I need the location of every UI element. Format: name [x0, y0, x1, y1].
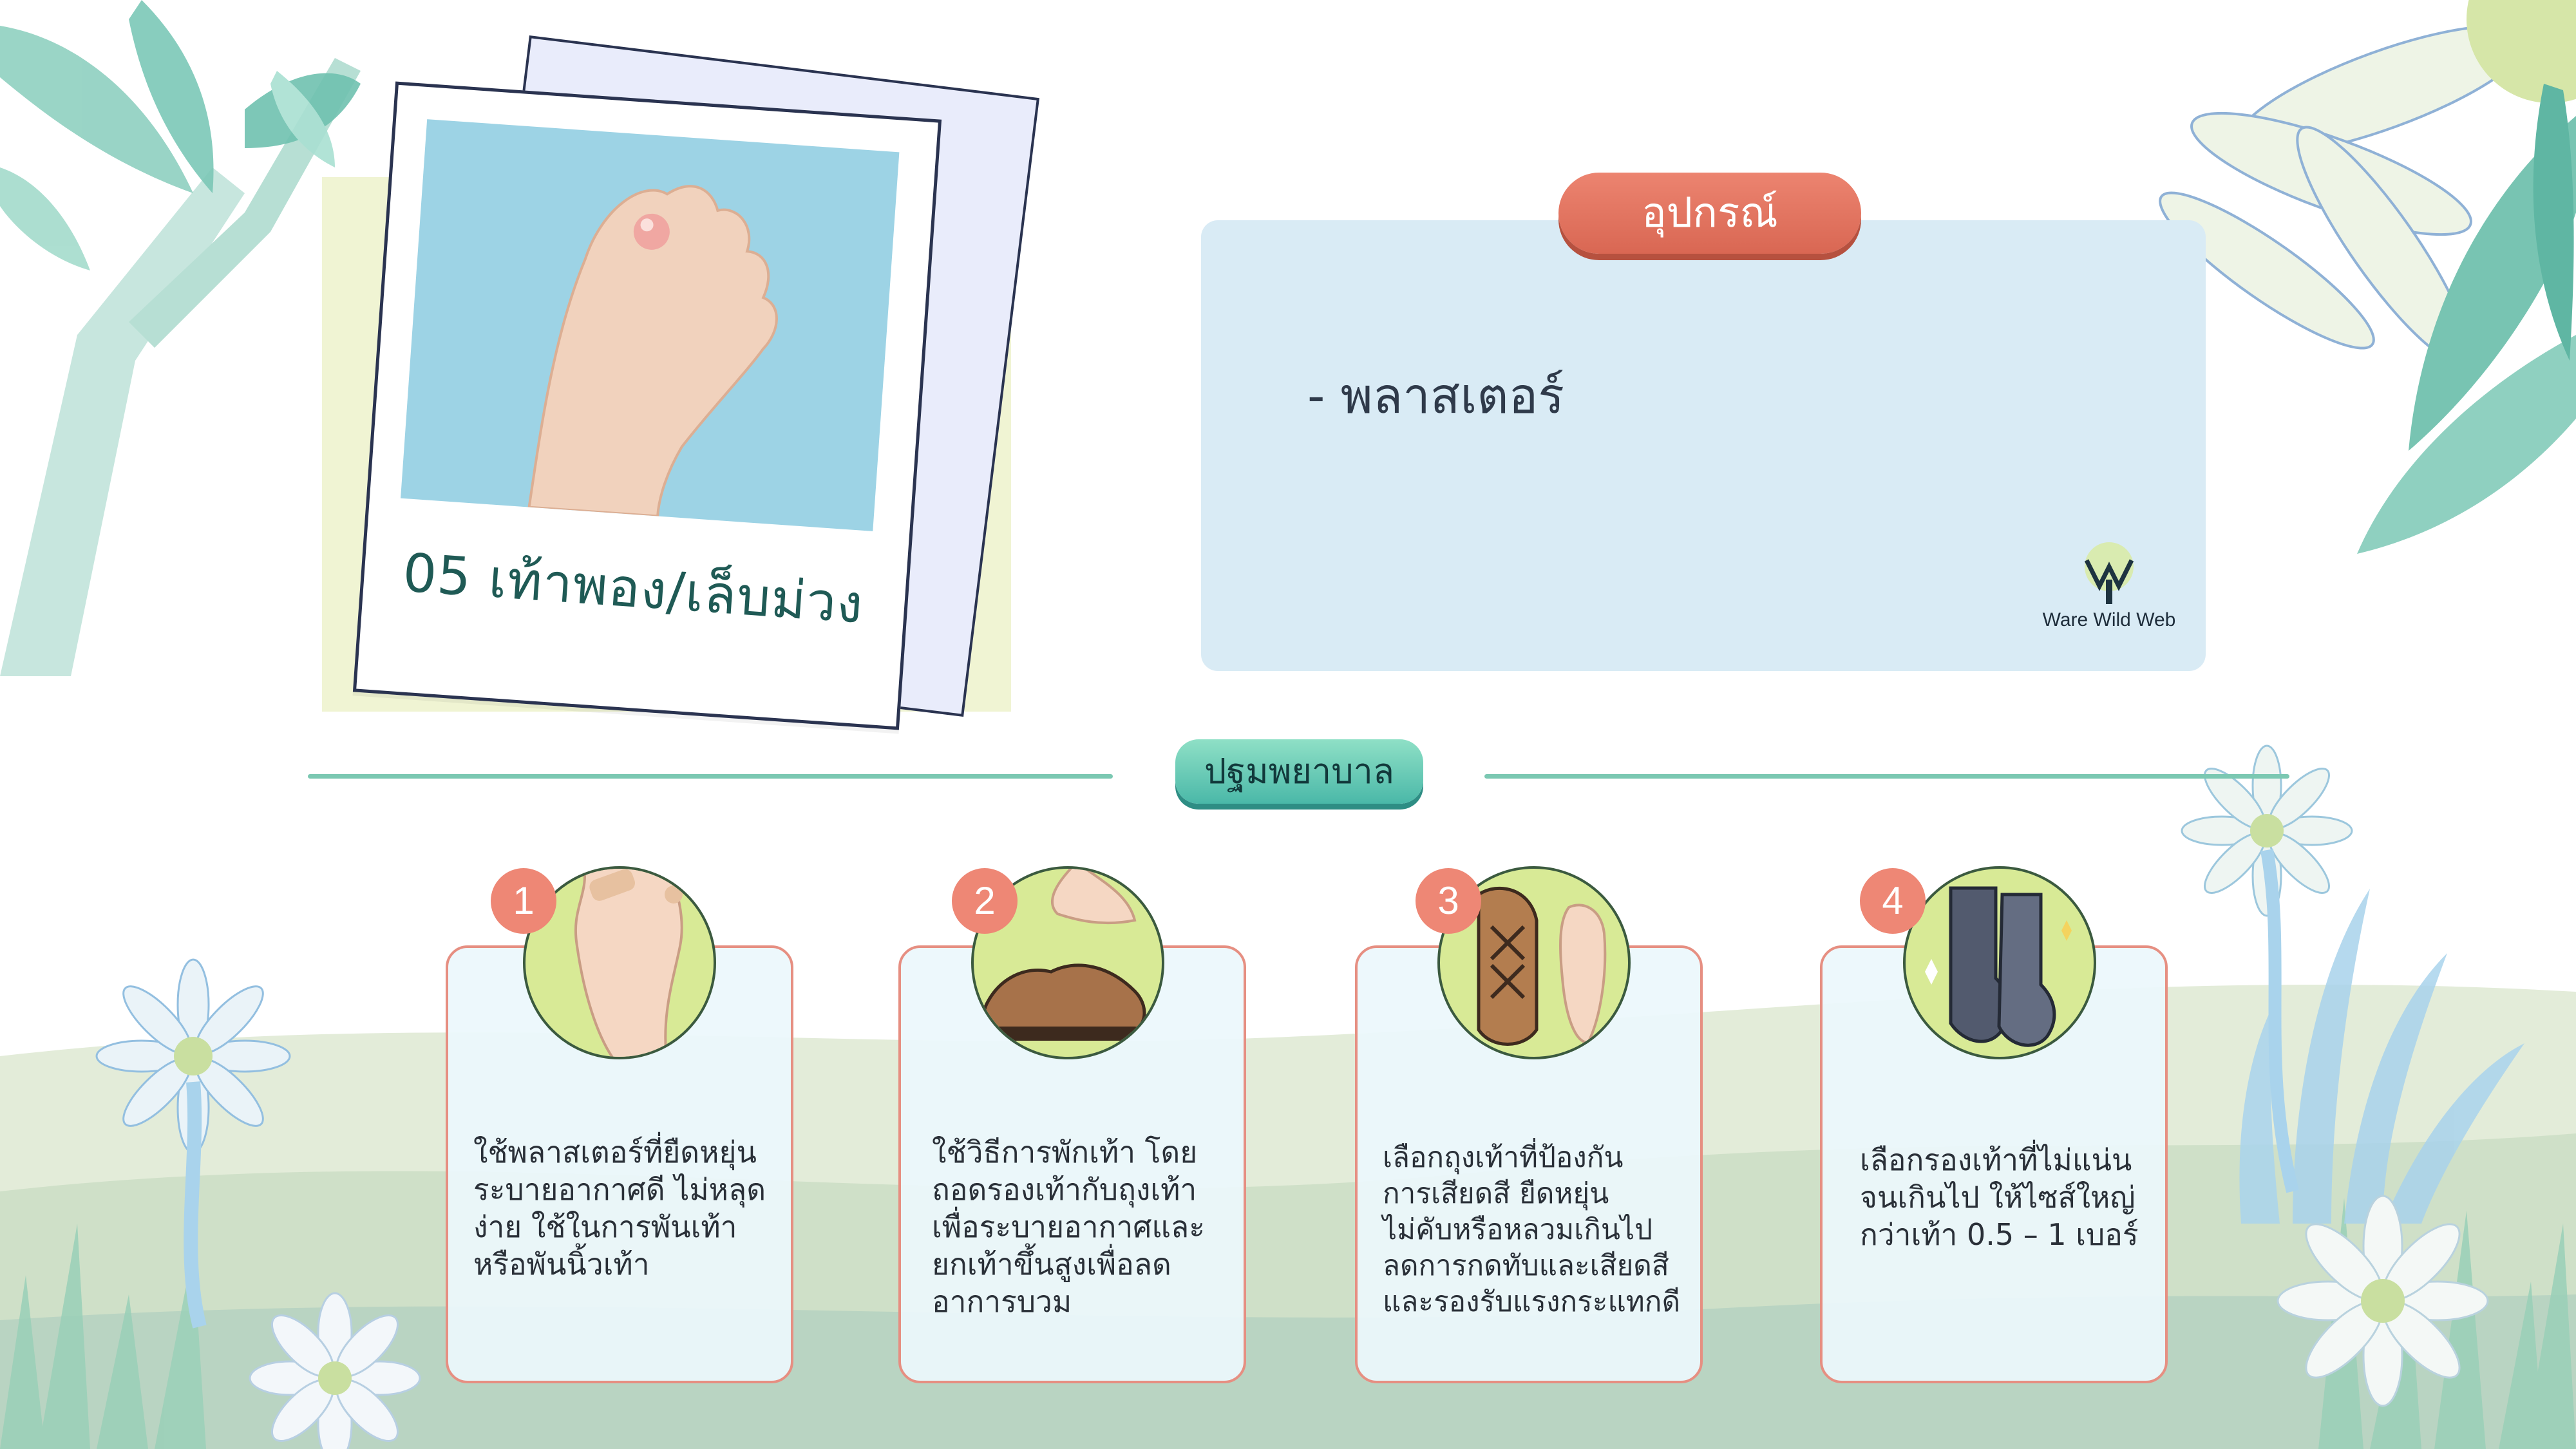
- divider-right: [1484, 774, 2289, 779]
- step-3-line: เลือกถุงเท้าที่ป้องกัน: [1383, 1141, 1624, 1174]
- left-leaves: [0, 0, 361, 270]
- step-3-line: และรองรับแรงกระแทกดี: [1383, 1285, 1681, 1318]
- step-2-line: เพื่อระบายอากาศและ: [932, 1209, 1205, 1244]
- left-tree-trunk: [0, 167, 245, 676]
- step-1-line: หรือพันนิ้วเท้า: [473, 1247, 650, 1282]
- divider-left: [308, 774, 1113, 779]
- step-2-line: อาการบวม: [932, 1284, 1072, 1319]
- step-2-line: ยกเท้าขึ้นสูงเพื่อลด: [932, 1247, 1171, 1282]
- step-1-line: ระบายอากาศดี ไม่หลุด: [473, 1172, 766, 1207]
- step-number-2: 2: [952, 868, 1018, 934]
- right-leaves: [2357, 84, 2576, 554]
- step-text-3: เลือกถุงเท้าที่ป้องกัน การเสียดสี ยืดหยุ…: [1383, 1140, 1685, 1320]
- first-aid-title: ปฐมพยาบาล: [1175, 739, 1423, 804]
- equipment-item: - พลาสเตอร์: [1307, 367, 1565, 424]
- step-1-line: ใช้พลาสเตอร์ที่ยืดหยุ่น: [473, 1135, 757, 1170]
- step-4-line: จนเกินไป ให้ไซส์ใหญ่: [1860, 1180, 2136, 1215]
- brand-tree-icon: [2084, 542, 2134, 604]
- foot-blister-illustration: [401, 119, 900, 531]
- daisy-left: [95, 958, 291, 1329]
- socks-icon: [1903, 866, 2096, 1059]
- brand-name: Ware Wild Web: [2042, 609, 2176, 630]
- equipment-panel: [1201, 220, 2206, 671]
- top-right-flower: [2159, 24, 2530, 364]
- step-text-1: ใช้พลาสเตอร์ที่ยืดหยุ่น ระบายอากาศดี ไม่…: [473, 1133, 776, 1283]
- photo-card: 05 เท้าพอง/เล็บม่วง: [352, 81, 942, 730]
- brand-logo: Ware Wild Web: [2035, 541, 2183, 631]
- step-3-line: ไม่คับหรือหลวมเกินไป: [1383, 1213, 1653, 1246]
- step-number-1: 1: [491, 868, 556, 934]
- step-4-line: เลือกรองเท้าที่ไม่แน่น: [1860, 1142, 2132, 1177]
- daisy-right: [2181, 744, 2353, 1193]
- step-4-line: กว่าเท้า 0.5 – 1 เบอร์: [1860, 1217, 2139, 1252]
- step-2-line: ใช้วิธีการพักเท้า โดย: [932, 1135, 1198, 1170]
- equipment-title: อุปกรณ์: [1558, 173, 1861, 254]
- step-number-4: 4: [1860, 868, 1926, 934]
- step-3-line: การเสียดสี ยืดหยุ่น: [1383, 1177, 1609, 1210]
- top-right-flower-center: [2467, 0, 2576, 103]
- step-text-4: เลือกรองเท้าที่ไม่แน่น จนเกินไป ให้ไซส์ใ…: [1860, 1141, 2163, 1253]
- daisy-bottom-right: [2277, 1195, 2489, 1407]
- step-1-line: ง่าย ใช้ในการพันเท้า: [473, 1209, 737, 1244]
- blue-grass: [2239, 889, 2524, 1224]
- daisy-bottom-left: [249, 1292, 421, 1449]
- photo-caption: 05 เท้าพอง/เล็บม่วง: [401, 542, 866, 636]
- step-3-line: ลดการกดทับและเสียดสี: [1383, 1249, 1669, 1282]
- bandaged-foot-icon: [523, 866, 716, 1059]
- step-number-3: 3: [1416, 868, 1481, 934]
- boot-and-foot-icon: [1437, 866, 1631, 1059]
- step-text-2: ใช้วิธีการพักเท้า โดย ถอดรองเท้ากับถุงเท…: [932, 1133, 1235, 1320]
- step-2-line: ถอดรองเท้ากับถุงเท้า: [932, 1172, 1197, 1207]
